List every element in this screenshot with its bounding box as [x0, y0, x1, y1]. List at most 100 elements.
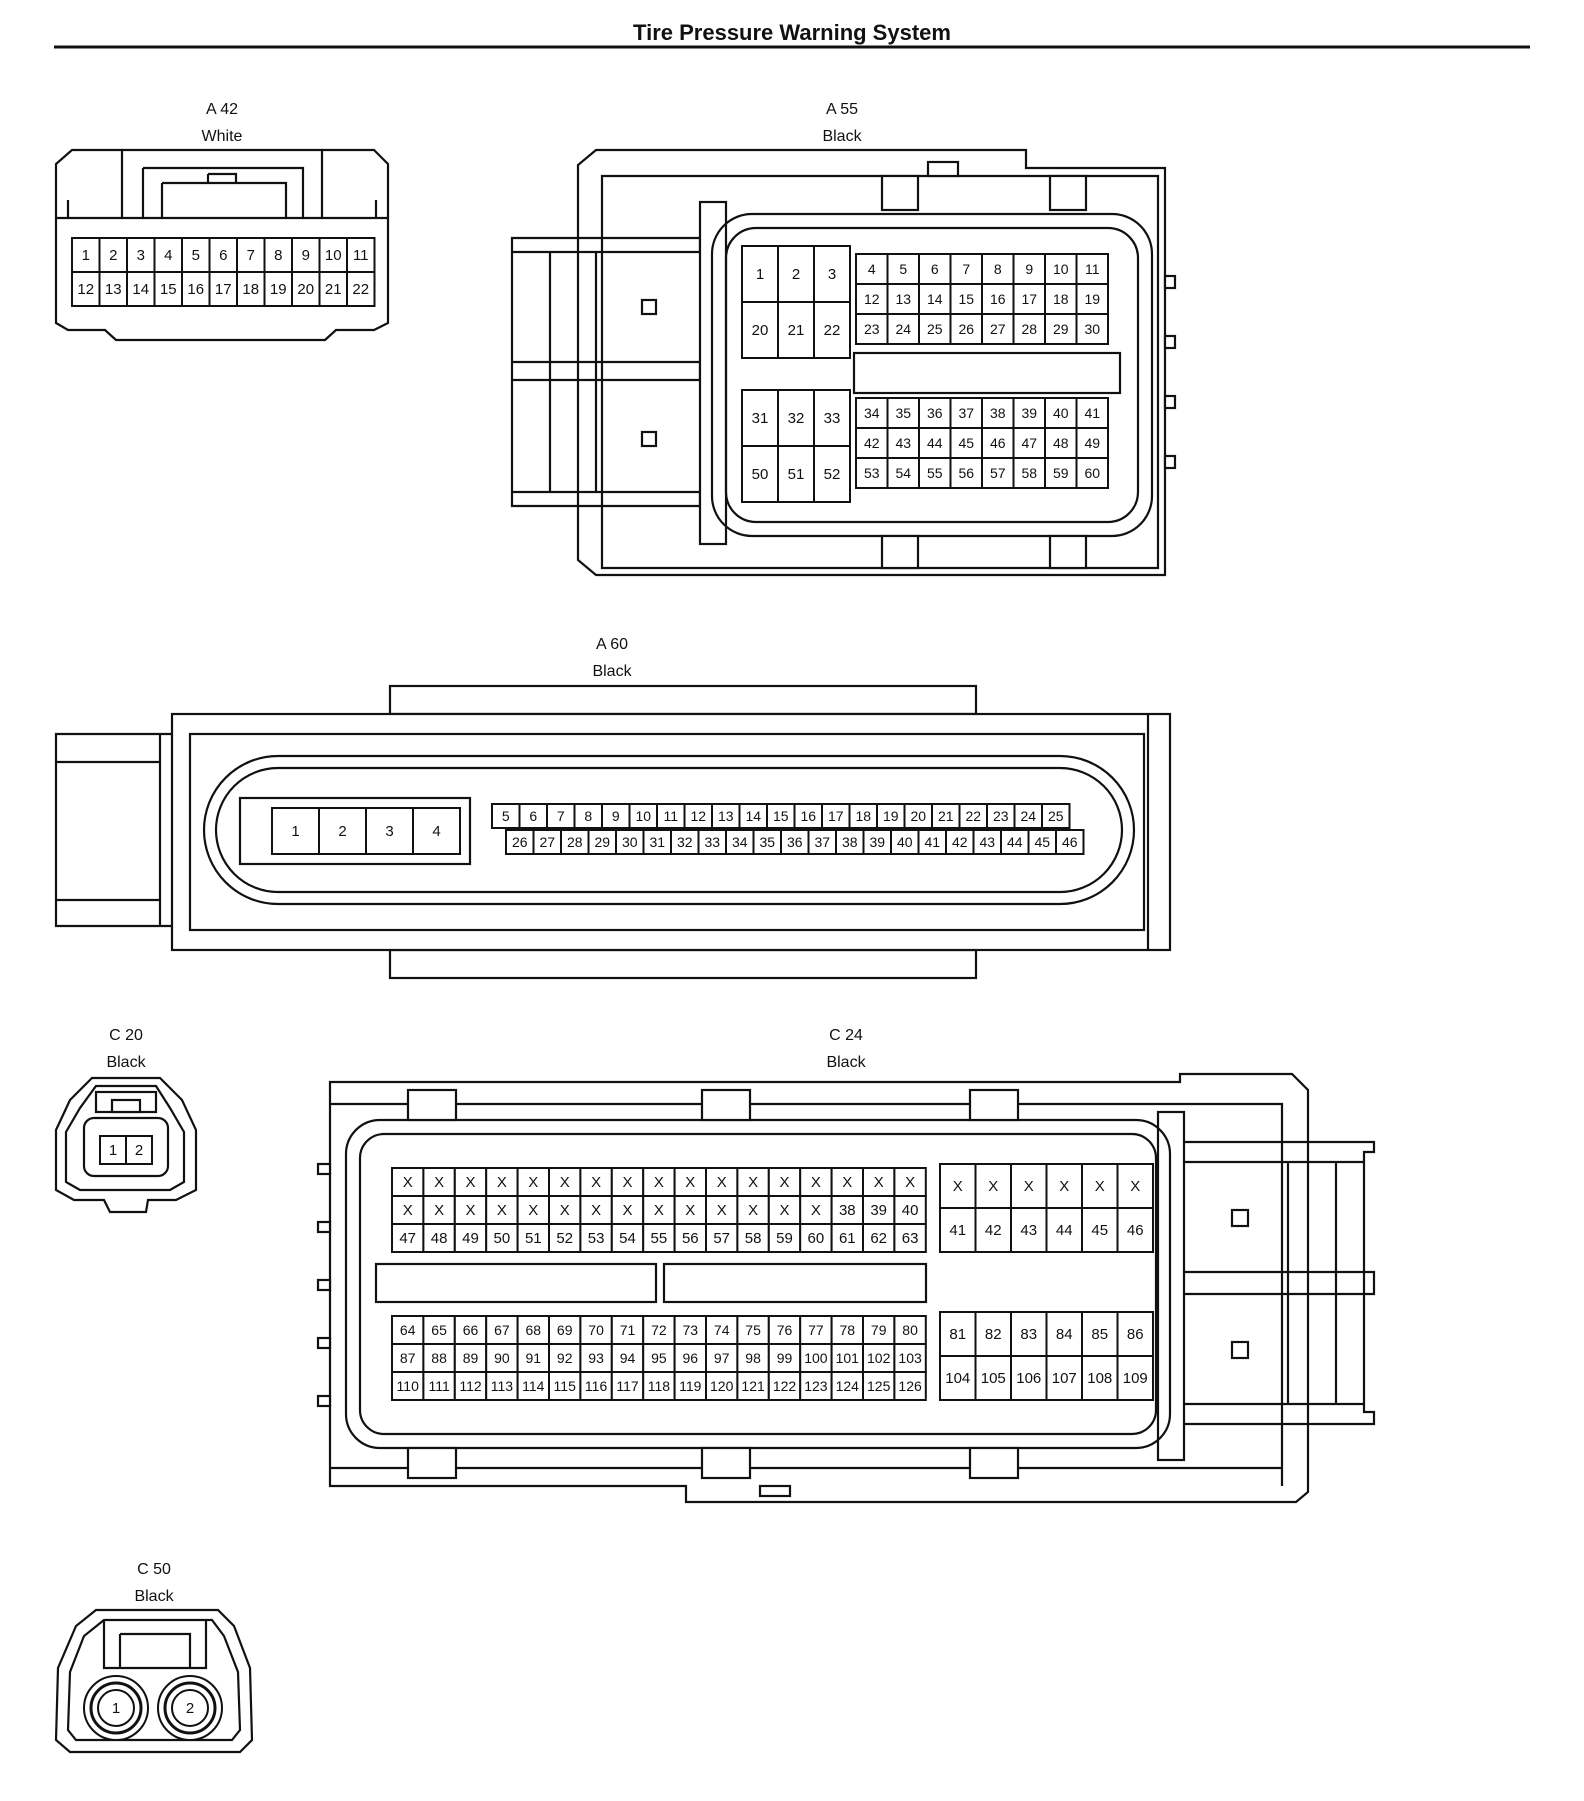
c24-pin: 124 [836, 1378, 860, 1394]
c24-pin: 63 [902, 1230, 919, 1247]
a55-pin: 5 [899, 261, 907, 277]
a55-pin: 2 [792, 266, 800, 283]
a55-pin: 34 [864, 405, 880, 421]
a60-pin: 46 [1062, 834, 1078, 850]
a55-pin: 21 [788, 322, 805, 339]
a60-pin: 18 [855, 808, 871, 824]
a42-pin: 17 [215, 281, 232, 298]
c24-pin-cell [830, 1371, 864, 1401]
a60-pin-cell [821, 803, 851, 829]
a60-pin: 15 [773, 808, 789, 824]
c24-tab [968, 1446, 1020, 1480]
a60-pin: 6 [529, 808, 537, 824]
a60-pin: 8 [584, 808, 592, 824]
a60-pin-cell [1013, 803, 1043, 829]
c24-pin: X [528, 1202, 538, 1219]
c24-pin-cell [485, 1223, 519, 1253]
a60-pin-cell [711, 803, 741, 829]
a55-pin: 58 [1021, 465, 1037, 481]
a42-pin: 20 [297, 281, 314, 298]
c24-tab [758, 1484, 792, 1498]
c24-tab [406, 1088, 458, 1122]
c24-notch [316, 1394, 332, 1408]
a42-pin: 19 [270, 281, 287, 298]
c24-tab [700, 1446, 752, 1480]
a60-pin-cell [972, 829, 1002, 855]
c24-pin-cell [642, 1223, 676, 1253]
c24-pin: 46 [1127, 1222, 1144, 1239]
c24-pin: 71 [620, 1322, 636, 1338]
a55-pin-cell [813, 245, 851, 303]
a42-pin: 6 [219, 247, 227, 264]
a55-pin: 18 [1053, 291, 1069, 307]
c24-pin-cell [893, 1223, 927, 1253]
a55-pin: 43 [895, 435, 911, 451]
a60-pin: 34 [732, 834, 748, 850]
a55-pin: 9 [1025, 261, 1033, 277]
c24-pin: 69 [557, 1322, 573, 1338]
a55-pin: 59 [1053, 465, 1069, 481]
c24-pin: 103 [898, 1350, 922, 1366]
a42-pin: 12 [77, 281, 94, 298]
a60-bottom-tab [388, 948, 978, 980]
a55-cavity-outer [710, 212, 1154, 538]
c24-pin-cell [610, 1223, 645, 1253]
c24-pin-cell [642, 1371, 676, 1401]
a60-pin: 43 [979, 834, 995, 850]
a55-pin: 27 [990, 321, 1006, 337]
c24-pin: 45 [1091, 1222, 1108, 1239]
a42-pin-cell [318, 271, 348, 307]
c24-pin-cell [548, 1315, 582, 1345]
a55-tab [880, 174, 920, 212]
a60-plug-end [54, 732, 172, 928]
a55-pin: 6 [931, 261, 939, 277]
c24-pin: 65 [431, 1322, 447, 1338]
a60-pin-cell [793, 803, 823, 829]
c24-pin: 66 [463, 1322, 479, 1338]
a55-pin: 4 [868, 261, 876, 277]
a42-pin-cell [71, 271, 101, 307]
c20-cavity [82, 1116, 170, 1178]
a55-tab [1048, 534, 1088, 570]
a60-big-pin-block [238, 796, 472, 866]
a42-pin-cell [126, 237, 156, 273]
a55-pin-cell [1012, 457, 1046, 489]
a60-pin: 32 [677, 834, 693, 850]
c24-pin: 108 [1087, 1370, 1112, 1387]
c24-pin-cell [830, 1195, 864, 1225]
a55-pin: 23 [864, 321, 880, 337]
a42-pin: 10 [325, 247, 342, 264]
c24-pin-cell [579, 1223, 613, 1253]
c24-pin: X [591, 1174, 601, 1191]
c24-pin: 39 [870, 1202, 887, 1219]
a42-pin: 16 [187, 281, 204, 298]
a55-pin-cell [1075, 427, 1109, 459]
a60-pin: 3 [385, 823, 393, 840]
a42-pin-cell [208, 271, 238, 307]
c24-pin: 117 [616, 1378, 639, 1394]
a42-pin: 21 [325, 281, 342, 298]
c24-pin: 125 [867, 1378, 891, 1394]
c24-pin: 106 [1016, 1370, 1041, 1387]
a55-tab [926, 160, 960, 178]
a55-id: A 55 [826, 101, 858, 118]
c24-blank-bar [374, 1262, 658, 1304]
c24-inner-frame [330, 1102, 1284, 1486]
a60-pin-cell [1041, 803, 1071, 829]
c24-pin: X [1095, 1178, 1105, 1195]
c24-pin: 90 [494, 1350, 510, 1366]
c24-pin: X [497, 1202, 507, 1219]
a55-pin: 41 [1084, 405, 1100, 421]
a55-tab [880, 534, 920, 570]
c24-pin: 53 [588, 1230, 605, 1247]
c24-pin: 104 [945, 1370, 970, 1387]
c24-pin: 84 [1056, 1326, 1073, 1343]
c24-pin: 89 [463, 1350, 479, 1366]
a55-pin-cell [855, 313, 889, 345]
c24-pin-cell [893, 1371, 927, 1401]
a55-pin-cell [949, 313, 983, 345]
a55-pin: 49 [1084, 435, 1100, 451]
